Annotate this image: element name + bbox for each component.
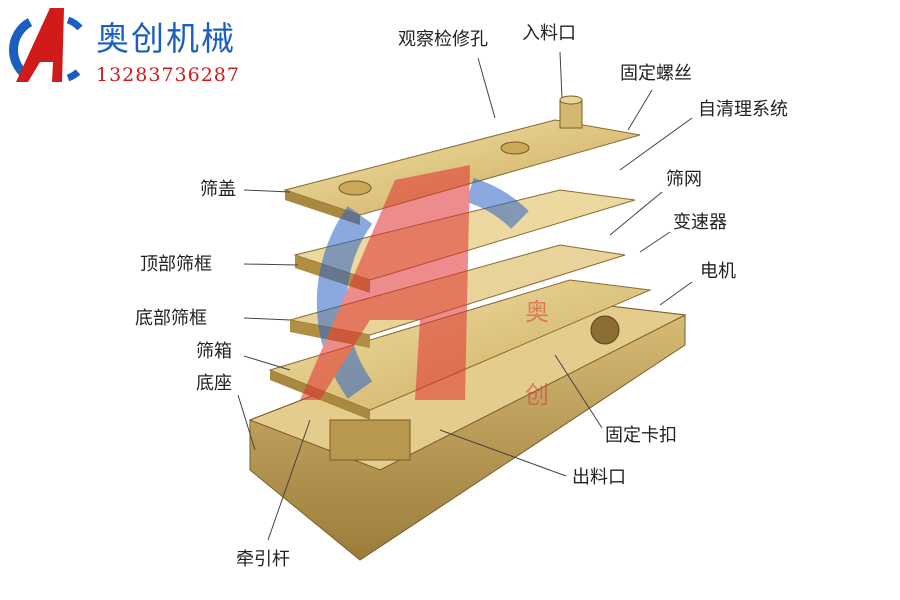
label-motor: 电机 [700,261,736,282]
label-screen-mesh: 筛网 [666,169,702,190]
watermark-logo [300,165,529,400]
label-fixing-screw: 固定螺丝 [620,63,692,84]
label-traction-rod: 牵引杆 [236,549,290,570]
label-self-cleaning: 自清理系统 [698,99,788,120]
watermark-char: 创 [525,381,549,409]
base-frame [248,299,687,561]
label-screen-cover: 筛盖 [200,179,236,200]
label-gearbox: 变速器 [673,212,727,233]
label-base: 底座 [196,373,232,394]
label-top-frame: 顶部筛框 [140,254,212,275]
label-inspection-hole: 观察检修孔 [398,29,488,50]
brand-name: 奥创机械 [96,19,236,58]
brand-phone: 13283736287 [96,64,240,86]
label-discharge-outlet: 出料口 [572,467,626,488]
label-fixing-clip: 固定卡扣 [605,425,677,446]
label-feed-inlet: 入料口 [522,23,576,44]
label-screen-box: 筛箱 [196,341,232,362]
leader-lines [237,51,693,541]
brand-logo [9,8,83,82]
watermark-char: 奥 [525,298,549,326]
label-bottom-frame: 底部筛框 [135,308,207,329]
